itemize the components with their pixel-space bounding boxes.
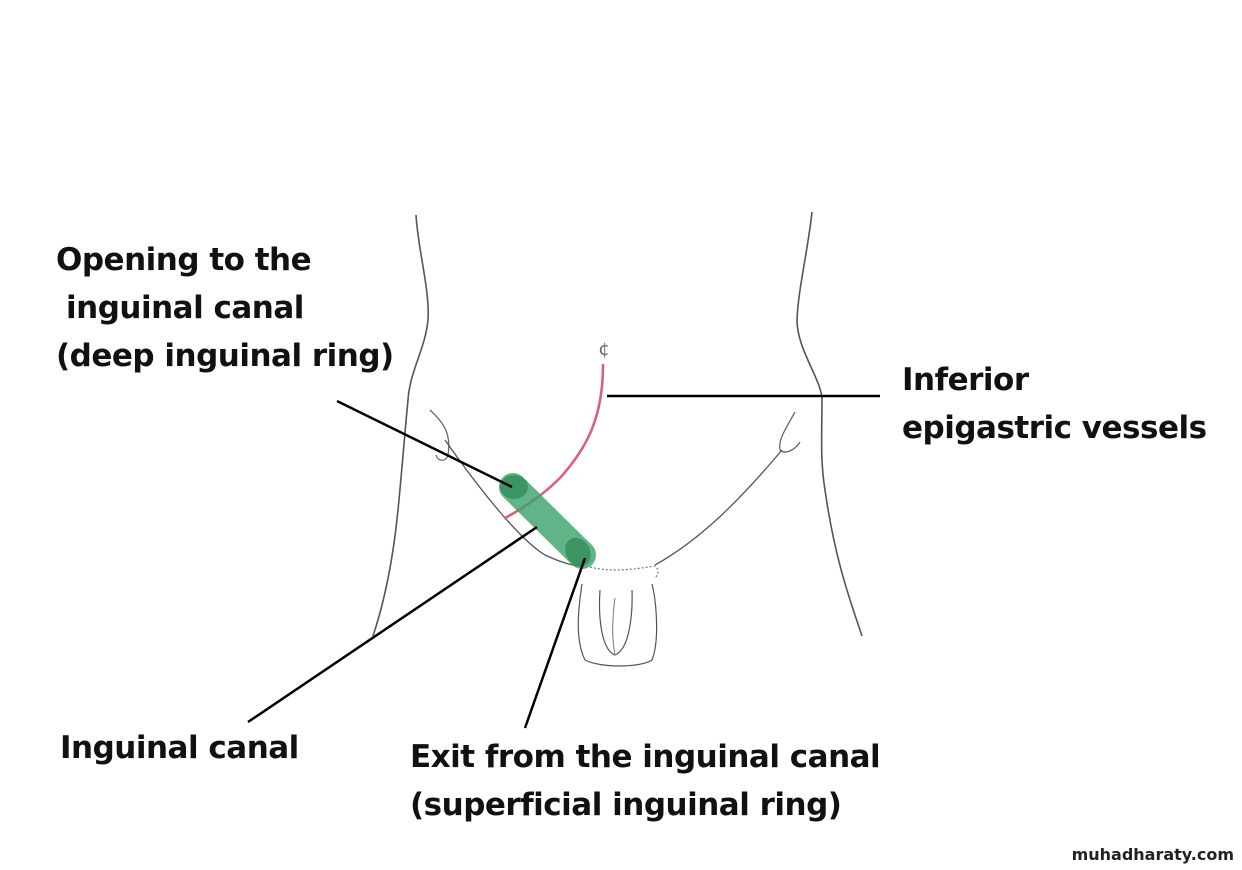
right-inguinal-ligament	[654, 449, 783, 566]
label-line: Exit from the inguinal canal	[410, 739, 881, 775]
body-outline-left	[372, 214, 430, 637]
label-line: (superficial inguinal ring)	[410, 787, 842, 823]
right-iliac-crest	[779, 411, 801, 453]
label-line: (deep inguinal ring)	[56, 338, 394, 374]
label-line: epigastric vessels	[902, 410, 1207, 446]
navel-symbol: ¢	[598, 339, 609, 360]
label-line: Inferior	[902, 362, 1029, 398]
label-inferior-epigastric-vessels: Inferior epigastric vessels	[902, 356, 1207, 452]
scrotum-outline	[577, 583, 658, 667]
leader-canal	[247, 525, 538, 724]
label-line: Opening to the	[56, 242, 312, 278]
scrotum-divider	[612, 597, 616, 656]
label-superficial-inguinal-ring: Exit from the inguinal canal (superficia…	[410, 733, 881, 829]
leader-deep-ring	[336, 399, 513, 489]
left-iliac-crest	[429, 409, 450, 461]
label-deep-inguinal-ring: Opening to the inguinal canal (deep ingu…	[56, 236, 394, 380]
label-line: inguinal canal	[66, 290, 304, 326]
label-inguinal-canal: Inguinal canal	[60, 724, 299, 772]
left-inguinal-ligament	[444, 439, 583, 567]
body-outline-right	[796, 211, 863, 637]
pubic-line	[589, 565, 659, 579]
deep-inguinal-ring	[500, 475, 528, 499]
penis-outline	[598, 589, 633, 656]
watermark: muhadharaty.com	[1071, 845, 1234, 864]
label-line: Inguinal canal	[60, 730, 299, 766]
leader-exit	[523, 557, 587, 729]
